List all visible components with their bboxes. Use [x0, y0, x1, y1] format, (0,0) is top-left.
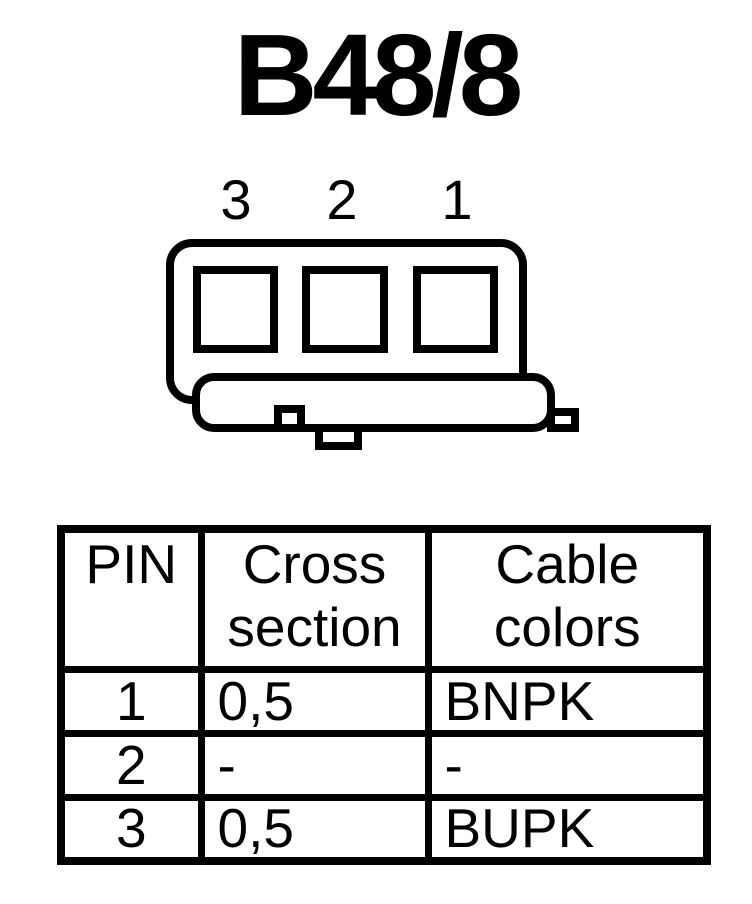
pin-label-1: 1 [441, 168, 472, 231]
cell-pin-3: 3 [57, 793, 205, 865]
cell-pin-2: 2 [57, 729, 205, 801]
right-tab [547, 408, 579, 432]
pin-slot-1 [413, 266, 498, 353]
cell-cable-color-3: BUPK [424, 793, 711, 865]
header-cross-section: Cross section [197, 525, 432, 673]
table-row-2: 2 - - [57, 729, 711, 801]
connector-notch [274, 405, 305, 432]
pin-slot-3 [193, 266, 278, 353]
pin-label-3: 3 [220, 168, 251, 231]
connector-diagram: 3 2 1 [166, 168, 579, 450]
bottom-tab [315, 424, 362, 450]
cell-cable-color-2: - [424, 729, 711, 801]
connector-bar [192, 373, 555, 432]
table-header-row: PIN Cross section Cable colors [57, 525, 711, 673]
cell-cross-section-2: - [197, 729, 432, 801]
header-pin: PIN [57, 525, 205, 673]
pin-slot-2 [302, 266, 388, 353]
cell-pin-1: 1 [57, 665, 205, 737]
table-row-1: 1 0,5 BNPK [57, 665, 711, 737]
page-title: B48/8 [233, 10, 524, 140]
header-cable-colors: Cable colors [424, 525, 711, 673]
cell-cross-section-3: 0,5 [197, 793, 432, 865]
cell-cross-section-1: 0,5 [197, 665, 432, 737]
pin-label-2: 2 [326, 168, 357, 231]
cell-cable-color-1: BNPK [424, 665, 711, 737]
pin-table: PIN Cross section Cable colors 1 0,5 BNP… [57, 525, 711, 865]
table-row-3: 3 0,5 BUPK [57, 793, 711, 865]
